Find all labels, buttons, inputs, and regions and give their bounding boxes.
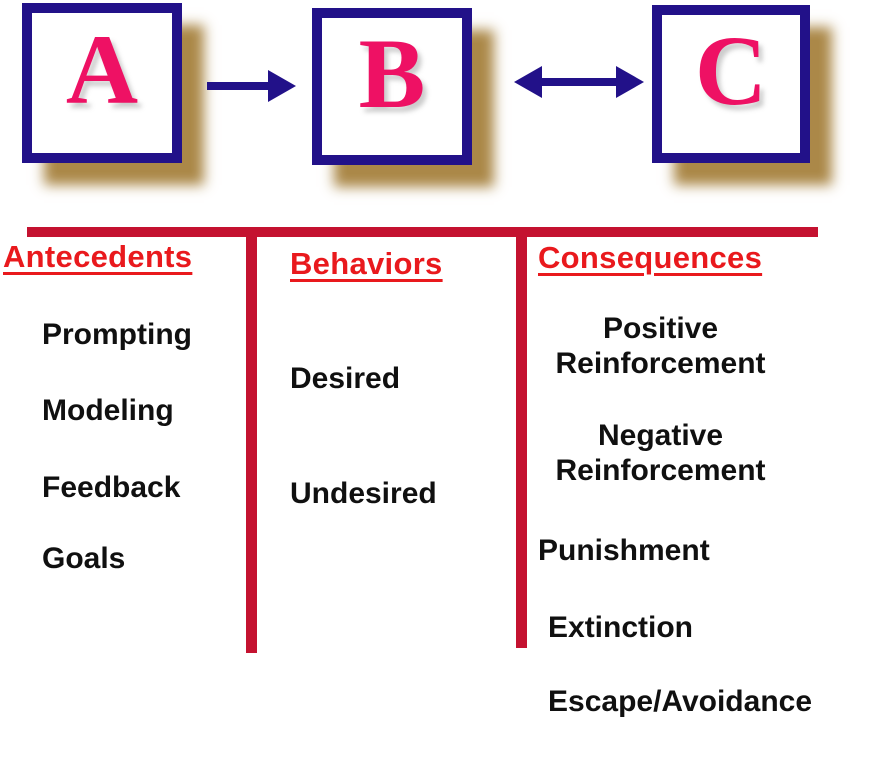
antecedents-item-goals: Goals [42,542,126,575]
divider-vertical-behaviors-consequences [516,231,527,648]
divider-vertical-antecedents-behaviors [246,236,257,653]
antecedents-item-feedback: Feedback [42,471,181,504]
box-b: B [312,8,472,165]
box-c: C [652,5,810,163]
box-c-letter: C [694,15,768,126]
box-a-letter: A [65,14,139,125]
consequences-item-positive-reinforcement: Positive Reinforcement [555,312,766,380]
consequences-item-extinction: Extinction [548,611,694,644]
box-a: A [22,3,182,163]
divider-horizontal [27,227,818,237]
behaviors-item-desired: Desired [290,362,401,395]
consequences-item-punishment: Punishment [538,534,710,567]
arrow-b-c-double [514,66,644,98]
column-header-consequences: Consequences [538,240,763,275]
behaviors-item-undesired: Undesired [290,477,437,510]
column-header-behaviors: Behaviors [290,246,443,281]
column-header-antecedents: Antecedents [3,239,193,274]
arrow-a-to-b [207,70,296,102]
consequences-item-escape-avoidance: Escape/Avoidance [548,685,813,718]
consequences-item-negative-reinforcement: Negative Reinforcement [555,419,766,487]
box-b-letter: B [358,17,426,129]
antecedents-item-modeling: Modeling [42,394,174,427]
antecedents-item-prompting: Prompting [42,318,192,351]
